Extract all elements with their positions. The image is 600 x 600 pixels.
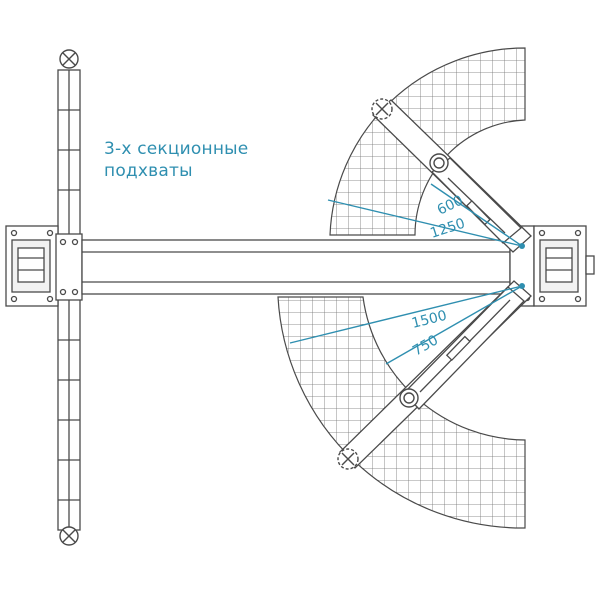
- lower-arm-pad-icon: [337, 448, 359, 470]
- left-post-base: [5, 225, 59, 307]
- annotation-line-1: 3-х секционные: [104, 139, 249, 159]
- lower-lift-arm: [339, 280, 532, 469]
- lower-arm-joint-icon: [399, 388, 419, 408]
- dimension-markers: [519, 243, 525, 289]
- cross-beam: [81, 239, 511, 295]
- left-carriage: [55, 233, 83, 301]
- upper-arm-pad-icon: [371, 98, 393, 120]
- annotation-line-2: подхваты: [104, 161, 193, 181]
- right-post-base: [533, 225, 595, 307]
- dimension-1250: 1250: [428, 216, 467, 242]
- upper-arm-joint-icon: [429, 153, 449, 173]
- rail-roller-bottom-icon: [59, 526, 79, 546]
- dimension-lines: [289, 183, 523, 365]
- rail-roller-top-icon: [59, 49, 79, 69]
- dimension-750: 750: [410, 332, 441, 359]
- arm-annotation: 3-х секционные подхваты: [104, 138, 248, 182]
